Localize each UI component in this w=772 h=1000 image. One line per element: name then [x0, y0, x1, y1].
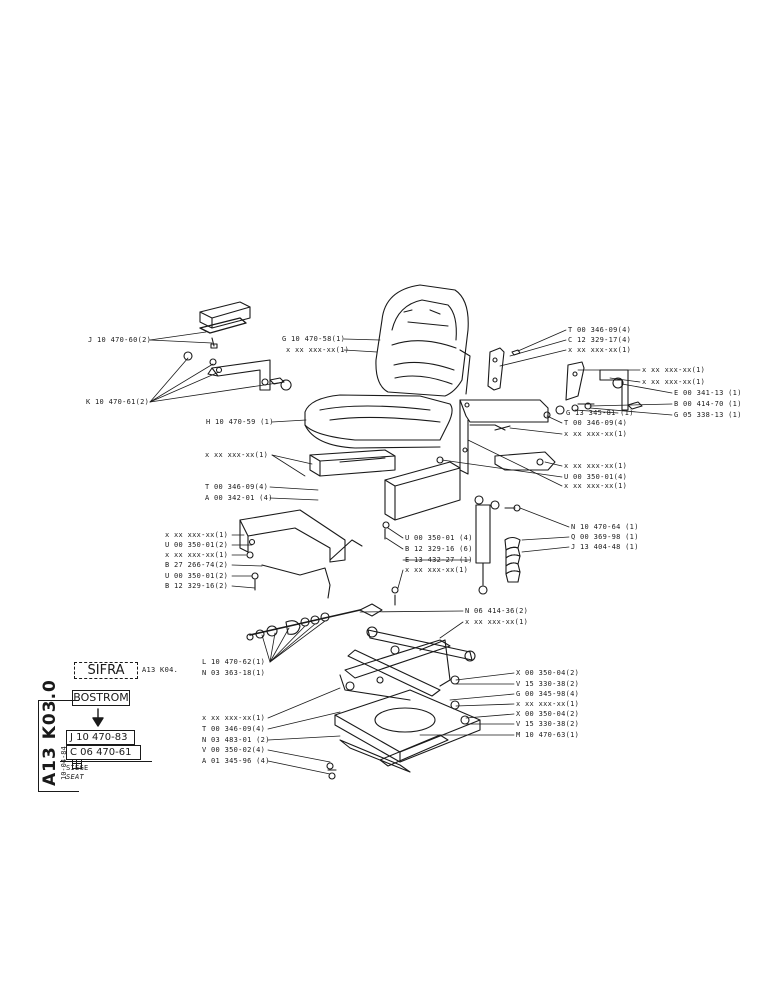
part-label: N 06 414-36(2)	[465, 607, 529, 615]
drawing-code: A13 K03.0	[40, 679, 60, 786]
sifra-box: SIFRA	[74, 662, 138, 679]
part-label: V 15 330-38(2)	[516, 720, 580, 728]
part-label: K 10 470-61(2)	[86, 398, 150, 406]
part-label: A 01 345-96 (4)	[202, 757, 270, 765]
part-label: U 00 350-01(2)	[165, 541, 229, 549]
part-label: H 10 470-59 (1)	[206, 418, 274, 426]
part-label: N 10 470-64 (1)	[571, 523, 639, 531]
part-label: x xx xxx-xx(1)	[202, 714, 266, 722]
part-label: x xx xxx-xx(1)	[564, 462, 628, 470]
part-label: x xx xxx-xx(1)	[286, 346, 350, 354]
part-label: J 10 470-60(2)	[88, 336, 152, 344]
part-label: B 12 329-16 (6)	[405, 545, 473, 553]
part-label: T 00 346-09(4)	[205, 483, 269, 491]
right-arm-bracket	[565, 361, 643, 411]
shock-absorber	[474, 495, 521, 595]
part-label: V 00 350-02(4)	[202, 746, 266, 754]
part-label: x xx xxx-xx(1)	[568, 346, 632, 354]
part-label: x xx xxx-xx(1)	[205, 451, 269, 459]
base-fasteners	[326, 762, 337, 780]
sifra-label: SIFRA	[87, 663, 125, 678]
ref-1: J 10 470-83	[70, 732, 128, 743]
drawing-date: 10-04-84	[60, 746, 68, 780]
ref-box-2: C 06 470-61	[66, 745, 141, 769]
part-label: E 00 341-13 (1)	[674, 389, 742, 397]
armrest-pad	[199, 301, 251, 349]
part-label: L 10 470-62(1)	[202, 658, 266, 666]
scissor-mechanism	[339, 639, 460, 701]
part-label: U 00 350-01 (4)	[405, 534, 473, 542]
base-plate	[334, 689, 481, 773]
part-label: B 12 329-16(2)	[165, 582, 229, 590]
part-label: T 00 346-09(4)	[202, 725, 266, 733]
part-label: x xx xxx-xx(1)	[642, 378, 706, 386]
right-arm-link	[487, 347, 521, 391]
part-label: B 27 266-74(2)	[165, 561, 229, 569]
part-label: V 15 330-38(2)	[516, 680, 580, 688]
part-label: X 00 350-04(2)	[516, 710, 580, 718]
bellows	[504, 536, 521, 583]
slide-rail	[309, 449, 396, 477]
brand-box: BOSTROM	[72, 690, 130, 706]
title-block-divider	[60, 761, 152, 762]
leader-lines	[149, 329, 673, 775]
part-label: x xx xxx-xx(1)	[564, 482, 628, 490]
part-label: U 00 350-01(2)	[165, 572, 229, 580]
adjuster-rod	[251, 564, 331, 599]
lower-support-bar	[494, 451, 556, 471]
part-label: x xx xxx-xx(1)	[516, 700, 580, 708]
part-label: x xx xxx-xx(1)	[405, 566, 469, 574]
title-en: SEAT	[66, 773, 85, 781]
part-label: M 10 470-63(1)	[516, 731, 580, 739]
support-frame	[382, 456, 461, 540]
axle	[366, 626, 476, 662]
armrest-bracket	[183, 351, 292, 391]
brand-label: BOSTROM	[73, 691, 129, 704]
down-arrow-icon	[92, 708, 104, 727]
part-label: x xx xxx-xx(1)	[165, 551, 229, 559]
grid-mark-icon	[72, 759, 82, 769]
part-label: N 03 483-01 (2)	[202, 736, 270, 744]
part-label: E 13 432-27 (1)	[405, 556, 473, 564]
title-fr: SIEGE	[66, 764, 89, 772]
sifra-ref: A13 K04.	[142, 666, 179, 674]
part-label: G 00 345-98(4)	[516, 690, 580, 698]
part-label: T 00 346-09(4)	[564, 419, 628, 427]
left-bracket	[239, 509, 363, 563]
part-label: B 00 414-70 (1)	[674, 400, 742, 408]
side-plate	[459, 399, 549, 475]
part-label: G 13 345-81 (1)	[566, 409, 634, 417]
part-label: X 00 350-04(2)	[516, 669, 580, 677]
side-fasteners	[543, 402, 595, 419]
side-frame	[38, 700, 79, 792]
part-label: x xx xxx-xx(1)	[465, 618, 529, 626]
part-label: x xx xxx-xx(1)	[165, 531, 229, 539]
backrest	[375, 284, 471, 397]
part-label: C 12 329-17(4)	[568, 336, 632, 344]
spindle-assembly	[246, 586, 399, 641]
part-label: x xx xxx-xx(1)	[642, 366, 706, 374]
part-label: J 13 404-48 (1)	[571, 543, 639, 551]
part-label: A 00 342-01 (4)	[205, 494, 273, 502]
part-label: T 00 346-09(4)	[568, 326, 632, 334]
part-label: G 05 338-13 (1)	[674, 411, 742, 419]
seat-cushion	[304, 394, 453, 449]
part-label: x xx xxx-xx(1)	[564, 430, 628, 438]
part-label: Q 00 369-98 (1)	[571, 533, 639, 541]
ref-2: C 06 470-61	[70, 747, 132, 758]
part-label: U 00 350-01(4)	[564, 473, 628, 481]
ref-box-1: J 10 470-83	[66, 730, 135, 745]
part-label: G 10 470-58(1)	[282, 335, 346, 343]
part-label: N 03 363-18(1)	[202, 669, 266, 677]
